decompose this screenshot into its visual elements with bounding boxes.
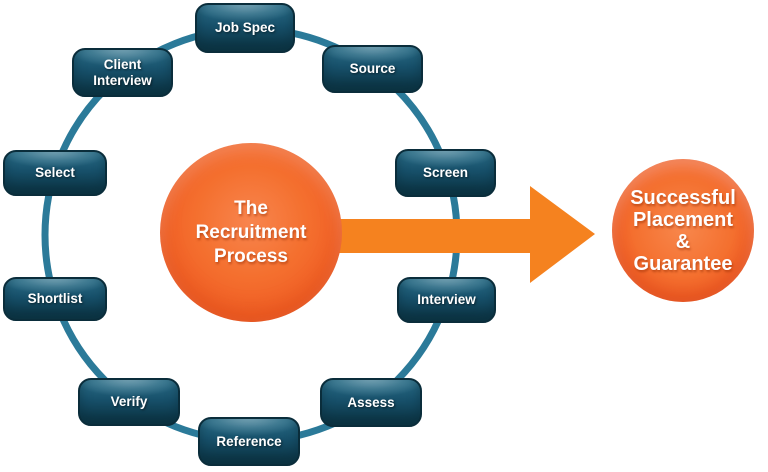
step-screen: Screen: [395, 149, 496, 197]
step-label: Screen: [422, 165, 469, 180]
step-source: Source: [322, 45, 423, 93]
center-circle-line: Recruitment: [195, 221, 307, 243]
step-label: Reference: [216, 433, 282, 449]
result-circle-line: Placement: [632, 208, 734, 231]
step-select: Select: [3, 150, 107, 196]
step-label: Assess: [347, 394, 395, 410]
center-circle-line: Process: [214, 245, 288, 267]
step-label: Verify: [110, 394, 148, 409]
arrow-right-icon: [336, 186, 595, 283]
step-label: Select: [35, 165, 75, 180]
step-label: Job Spec: [214, 20, 276, 35]
step-label: Client Interview: [93, 56, 152, 88]
result-circle-successful-placement: Successful Placement & Guarantee: [612, 159, 754, 302]
step-label: Interview: [417, 292, 476, 307]
step-interview: Interview: [397, 277, 496, 323]
step-shortlist: Shortlist: [3, 277, 107, 321]
result-circle-line: Guarantee: [633, 252, 733, 275]
result-circle-line: &: [675, 230, 691, 253]
step-label: Shortlist: [27, 291, 83, 306]
result-circle-line: Successful: [630, 186, 736, 209]
step-assess: Assess: [320, 378, 422, 427]
step-verify: Verify: [78, 378, 180, 426]
step-reference: Reference: [198, 417, 300, 466]
step-job-spec: Job Spec: [195, 3, 295, 53]
step-label: Source: [349, 61, 396, 76]
center-circle-line: The: [234, 197, 268, 219]
center-circle-the-recruitment-process: The Recruitment Process: [160, 143, 342, 322]
step-client-interview: Client Interview: [72, 48, 173, 97]
